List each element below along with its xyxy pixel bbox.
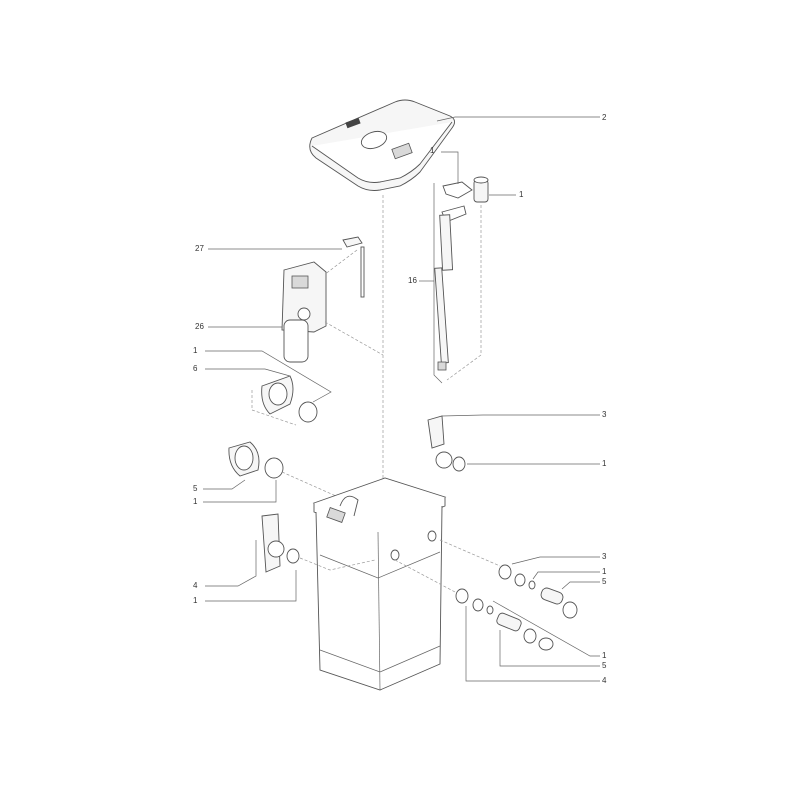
callout-1: 1	[430, 146, 435, 155]
callout-1: 1	[519, 190, 524, 199]
outlet-elbow-part	[427, 415, 466, 472]
callout-4: 4	[193, 581, 198, 590]
callout-27: 27	[195, 244, 204, 253]
callout-1: 1	[193, 497, 198, 506]
callout-16: 16	[408, 276, 417, 285]
pump-module-part	[281, 261, 327, 363]
callout-2: 2	[602, 113, 607, 122]
inlet-connector-part	[228, 441, 284, 479]
inlet-flange-part	[261, 375, 318, 423]
callout-1: 1	[602, 567, 607, 576]
callout-3: 3	[602, 552, 607, 561]
callout-1: 1	[193, 346, 198, 355]
display-cap-part	[342, 236, 365, 298]
hose-tail-lower-part	[455, 588, 554, 651]
filter-tank-part	[312, 477, 447, 691]
callout-5: 5	[602, 661, 607, 670]
callout-6: 6	[193, 364, 198, 373]
callout-1: 1	[602, 651, 607, 660]
callout-5: 5	[602, 577, 607, 586]
outlet-valve-part	[261, 513, 300, 573]
callout-5: 5	[193, 484, 198, 493]
callout-1: 1	[193, 596, 198, 605]
callout-26: 26	[195, 322, 204, 331]
riser-pipe-part	[433, 176, 489, 384]
callout-1: 1	[602, 459, 607, 468]
hose-tail-upper-part	[498, 564, 578, 619]
lid-part	[309, 99, 455, 191]
callout-3: 3	[602, 410, 607, 419]
callout-4: 4	[602, 676, 607, 685]
